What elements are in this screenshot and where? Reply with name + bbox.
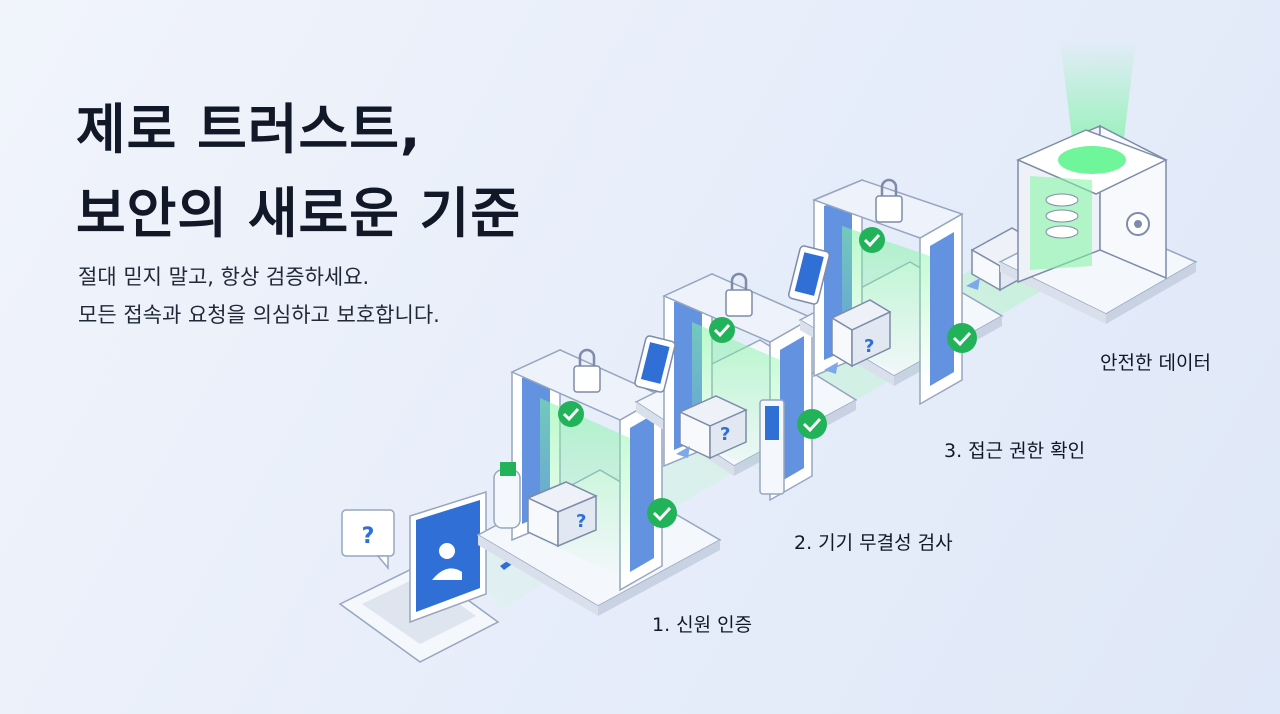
- check-icon: [558, 401, 584, 427]
- lock-icon: [875, 195, 903, 223]
- title-line-2: 보안의 새로운 기준: [76, 182, 522, 245]
- fingerprint-scanner-icon: [493, 469, 521, 529]
- gate-3-access-permission: ?: [788, 178, 1004, 406]
- svg-text:?: ?: [720, 424, 730, 445]
- title-line-1: 제로 트러스트,: [76, 98, 422, 161]
- lock-icon: [573, 365, 601, 393]
- database-icon: [1045, 225, 1079, 239]
- gate-2-device-integrity: ?: [634, 272, 858, 502]
- subtitle-line-2: 모든 접속과 요청을 의심하고 보호합니다.: [78, 303, 440, 327]
- laptop: [338, 490, 500, 663]
- check-icon: [947, 323, 977, 353]
- user-icon: [439, 543, 455, 559]
- gate-1-identity: ?: [476, 348, 722, 616]
- check-icon: [647, 498, 677, 528]
- check-icon: [709, 317, 735, 343]
- check-icon: [859, 227, 885, 253]
- svg-text:?: ?: [362, 524, 375, 549]
- lock-icon: [725, 289, 753, 317]
- svg-text:?: ?: [576, 511, 586, 532]
- secure-data-vault: [998, 40, 1198, 324]
- page-title: 제로 트러스트, 보안의 새로운 기준: [76, 88, 521, 256]
- step-label-identity: 1. 신원 인증: [652, 614, 753, 636]
- subtitle-line-1: 절대 믿지 말고, 항상 검증하세요.: [78, 265, 370, 289]
- question-bubble-icon: ?: [341, 509, 395, 571]
- check-icon: [797, 409, 827, 439]
- step-label-device: 2. 기기 무결성 검사: [794, 532, 953, 554]
- destination-label: 안전한 데이터: [1100, 352, 1211, 374]
- step-label-access: 3. 접근 권한 확인: [944, 440, 1086, 462]
- page-subtitle: 절대 믿지 말고, 항상 검증하세요. 모든 접속과 요청을 의심하고 보호합니…: [78, 258, 440, 334]
- svg-text:?: ?: [864, 336, 874, 357]
